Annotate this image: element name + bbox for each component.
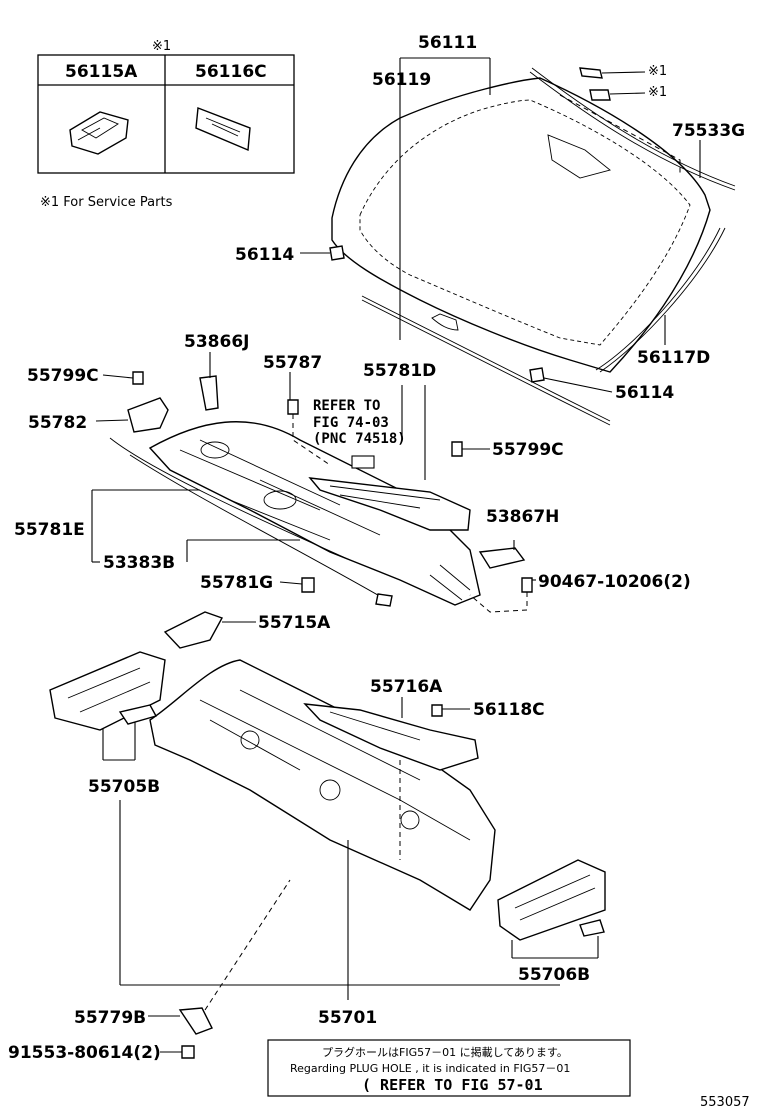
label-55781G: 55781G (200, 573, 273, 593)
label-55706B: 55706B (518, 965, 590, 985)
service-col1-label: 56115A (65, 62, 138, 82)
clip-55781G (301, 577, 315, 593)
label-55779B: 55779B (74, 1008, 146, 1028)
label-53383B: 53383B (103, 553, 175, 573)
cowl-ventilator-louver (148, 421, 481, 606)
clip-56116C-drawing (195, 107, 251, 152)
service-clip-upper (579, 67, 603, 79)
label-55782: 55782 (28, 413, 87, 433)
lower-molding-strip (361, 299, 611, 426)
diagram-id: 553057 (700, 1095, 750, 1110)
clip-56115A-drawing (69, 111, 129, 155)
windshield-glass (331, 77, 711, 373)
plug-note-line2: Regarding PLUG HOLE , it is indicated in… (290, 1062, 570, 1075)
label-53867H: 53867H (486, 507, 559, 527)
refer-note-line1: REFER TO (313, 398, 380, 414)
label-56114-bottom: 56114 (615, 383, 674, 403)
label-56119: 56119 (372, 70, 431, 90)
label-91553: 91553-80614(2) (8, 1043, 161, 1063)
panel-55716A (303, 703, 479, 771)
seal-53383B (129, 454, 391, 603)
bracket-55782 (127, 397, 169, 433)
plug-note-line1: プラグホールはFIG57－01 に掲載してあります。 (322, 1045, 568, 1059)
service-legend: ※1 For Service Parts (40, 195, 173, 210)
refer-note-line3: (PNC 74518) (313, 431, 406, 447)
label-55799C-left: 55799C (27, 366, 99, 386)
molding-75533G (529, 71, 736, 191)
label-56114-top: 56114 (235, 245, 294, 265)
label-56111: 56111 (418, 33, 477, 53)
screw-55787 (287, 399, 299, 415)
service-col2-label: 56116C (195, 62, 267, 82)
bolt-91553 (181, 1045, 195, 1059)
label-55781D: 55781D (363, 361, 436, 381)
label-90467: 90467-10206(2) (538, 572, 691, 592)
stopper-56114-upper (329, 245, 345, 261)
seal-55781E (109, 437, 351, 561)
bracket-55706B (497, 859, 606, 941)
service-parts-box: ※1 56115A 56116C ※1 For Service Parts (37, 39, 295, 210)
callout-mark-upper: ※1 (648, 64, 667, 79)
label-55701: 55701 (318, 1008, 377, 1028)
bracket-55715A (163, 611, 224, 649)
molding-56117D (599, 227, 726, 373)
stopper-56114-lower (529, 367, 545, 383)
grommet-74518 (351, 455, 375, 469)
label-55787: 55787 (263, 353, 322, 373)
label-55781E: 55781E (14, 520, 85, 540)
label-55715A: 55715A (258, 613, 331, 633)
label-53866J: 53866J (184, 332, 249, 352)
label-75533G: 75533G (672, 121, 745, 141)
label-55705B: 55705B (88, 777, 160, 797)
label-56117D: 56117D (637, 348, 710, 368)
label-55799C-right: 55799C (492, 440, 564, 460)
cowl-panel-55781D (308, 477, 471, 531)
clip-55799C-left (132, 371, 144, 385)
service-box-mark: ※1 (152, 39, 171, 54)
service-clip-lower (589, 89, 611, 101)
plug-hole-note: プラグホールはFIG57－01 に掲載してあります。 Regarding PLU… (267, 1039, 631, 1097)
clip-55799C-right (451, 441, 463, 457)
bracket-53866J (199, 375, 219, 411)
cowl-panel-55701 (149, 659, 496, 911)
bracket-55705B (49, 651, 166, 731)
clip-56118C (431, 704, 443, 717)
callout-mark-lower: ※1 (648, 85, 667, 100)
label-56118C: 56118C (473, 700, 545, 720)
bracket-53867H (478, 547, 526, 569)
label-55716A: 55716A (370, 677, 443, 697)
plug-note-line3: ( REFER TO FIG 57-01 (362, 1076, 543, 1094)
clip-90467 (521, 577, 533, 593)
refer-note-line2: FIG 74-03 (313, 415, 389, 431)
bracket-55779B (178, 1007, 213, 1035)
